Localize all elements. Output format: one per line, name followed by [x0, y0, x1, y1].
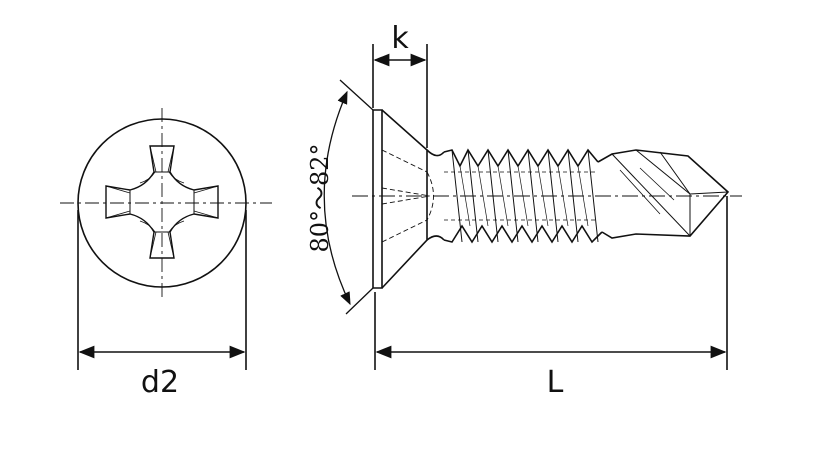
k-label: k [391, 21, 409, 56]
countersunk-head [372, 109, 445, 289]
d2-label: d2 [141, 365, 179, 400]
dimension-k [372, 44, 428, 148]
dimension-d2 [77, 210, 247, 370]
L-label: L [547, 365, 564, 400]
angle-arc [323, 90, 351, 306]
screw-side-view [352, 109, 742, 289]
countersink-angle-label: 80°～82° [306, 143, 334, 252]
phillips-recess [105, 145, 219, 259]
angle-extension-bottom [345, 287, 374, 315]
angle-extension-top [339, 79, 374, 111]
drill-point [597, 149, 730, 239]
threaded-shank [443, 148, 603, 244]
head-top-view [60, 108, 272, 300]
dimension-countersink-angle [323, 79, 374, 315]
dimension-L [374, 196, 728, 370]
